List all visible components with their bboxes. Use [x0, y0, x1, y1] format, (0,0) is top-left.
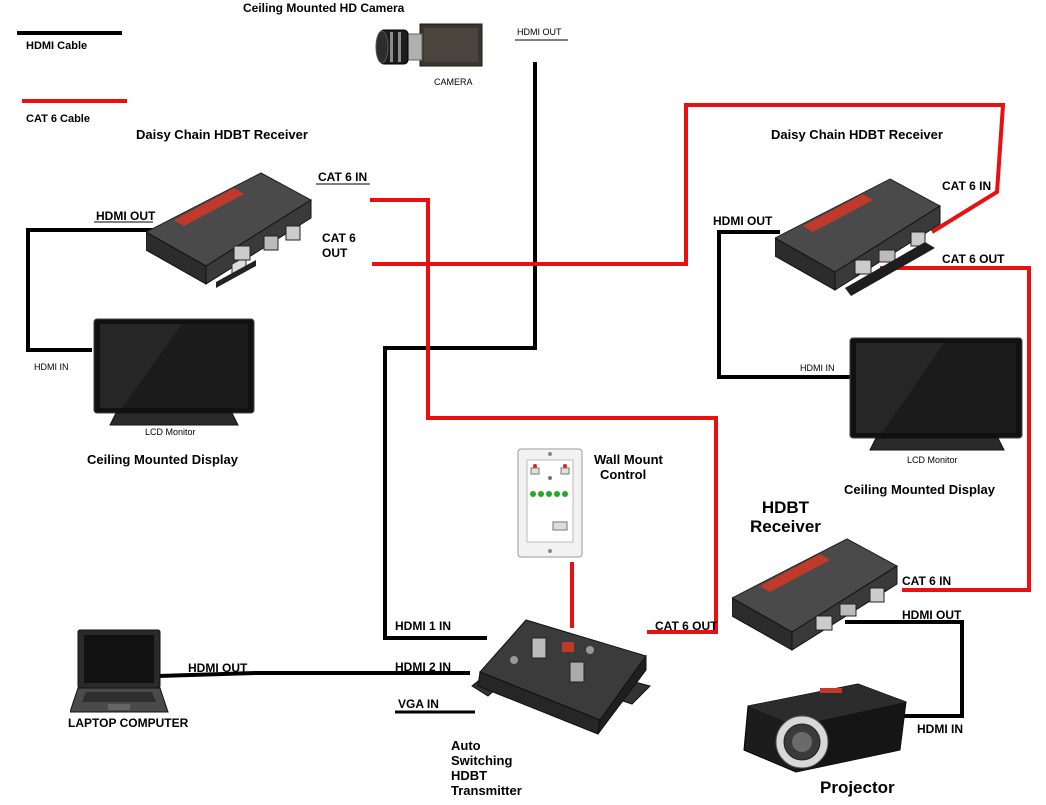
left-receiver-cat6-out-line1: CAT 6	[322, 231, 356, 245]
hdbt-receiver-hdmi-out-label: HDMI OUT	[902, 608, 962, 622]
transmitter-hdmi1-in-label: HDMI 1 IN	[395, 619, 452, 633]
right-receiver-device	[773, 176, 943, 301]
camera-device	[372, 14, 492, 79]
right-monitor-title: Ceiling Mounted Display	[844, 482, 995, 497]
left-to-right-receiver-cat6-cable	[372, 103, 1006, 266]
left-receiver-cat6-out-label: CAT 6 OUT	[322, 231, 356, 261]
hdbt-receiver-icon	[773, 178, 941, 296]
lcd-monitor-icon	[849, 337, 1023, 451]
legend-cat6-label: CAT 6 Cable	[26, 113, 90, 125]
transmitter-title: Auto Switching HDBT Transmitter	[451, 738, 522, 798]
left-monitor-title: Ceiling Mounted Display	[87, 452, 238, 467]
transmitter-to-left-receiver-cat6-cable	[370, 198, 718, 634]
camera-title: Ceiling Mounted HD Camera	[243, 1, 405, 15]
wall-control-device	[517, 448, 585, 565]
hdbt-receiver-title-line1: HDBT	[761, 498, 810, 517]
transmitter-title-line1: Auto	[451, 738, 481, 753]
hdbt-receiver-title-line2: Receiver	[750, 517, 821, 536]
left-receiver-title: Daisy Chain HDBT Receiver	[136, 127, 308, 142]
projector-label: Projector	[820, 778, 895, 797]
transmitter-title-line2: Switching	[451, 753, 513, 768]
left-receiver-cat6-in-label: CAT 6 IN	[318, 170, 368, 184]
camera-to-transmitter-hdmi-cable	[383, 62, 537, 640]
right-receiver-title: Daisy Chain HDBT Receiver	[771, 127, 943, 142]
left-receiver-to-monitor-hdmi-cable	[26, 228, 153, 352]
laptop-icon	[69, 629, 169, 713]
left-receiver-cat6-out-line2: OUT	[322, 246, 348, 260]
camera-hdmi-out-label: HDMI OUT	[517, 27, 562, 37]
wall-control-title: Wall Mount Control	[594, 452, 663, 482]
right-monitor-label: LCD Monitor	[907, 455, 958, 465]
hdbt-receiver-device	[730, 536, 900, 661]
laptop-label: LAPTOP COMPUTER	[68, 716, 189, 730]
hdbt-receiver-to-projector-hdmi-cable	[845, 620, 964, 718]
transmitter-vga-in-label: VGA IN	[398, 697, 439, 711]
left-receiver-device	[144, 170, 314, 295]
laptop-device	[69, 628, 170, 723]
right-receiver-cat6-out-label: CAT 6 OUT	[942, 252, 1005, 266]
lcd-monitor-icon	[93, 318, 255, 426]
camera-label: CAMERA	[434, 77, 473, 87]
hdbt-transmitter-icon	[471, 619, 651, 735]
laptop-hdmi-out-label: HDMI OUT	[188, 661, 248, 675]
hdbt-receiver-icon	[144, 172, 312, 288]
hdbt-receiver-icon	[730, 538, 898, 651]
hdbt-receiver-title: HDBT Receiver	[750, 498, 821, 536]
hdbt-receiver-cat6-in-label: CAT 6 IN	[902, 574, 952, 588]
wall-control-title-line1: Wall Mount	[594, 452, 663, 467]
right-monitor-hdmi-in-label: HDMI IN	[800, 363, 835, 373]
projector-hdmi-in-label: HDMI IN	[917, 722, 963, 736]
projector-icon	[743, 683, 907, 773]
right-receiver-cat6-in-label: CAT 6 IN	[942, 179, 992, 193]
projector-device	[740, 680, 910, 785]
laptop-to-transmitter-hdmi-cable	[157, 671, 470, 678]
left-monitor-device	[92, 317, 258, 432]
transmitter-title-line3: HDBT	[451, 768, 488, 783]
left-monitor-hdmi-in-label: HDMI IN	[34, 362, 69, 372]
transmitter-cat6-out-label: CAT 6 OUT	[655, 619, 718, 633]
right-receiver-to-hdbt-receiver-cat6-cable	[880, 266, 1031, 592]
transmitter-device	[470, 616, 654, 741]
legend-hdmi-label: HDMI Cable	[26, 40, 88, 52]
right-receiver-to-monitor-hdmi-cable	[717, 230, 854, 379]
wall-control-title-line2: Control	[600, 467, 647, 482]
camera-icon	[375, 23, 483, 67]
left-receiver-hdmi-out-label: HDMI OUT	[96, 209, 156, 223]
right-monitor-device	[848, 336, 1026, 457]
transmitter-title-line4: Transmitter	[451, 783, 522, 798]
transmitter-hdmi2-in-label: HDMI 2 IN	[395, 660, 452, 674]
left-monitor-label: LCD Monitor	[145, 427, 196, 437]
wall-control-icon	[517, 448, 583, 558]
right-receiver-hdmi-out-label: HDMI OUT	[713, 214, 773, 228]
